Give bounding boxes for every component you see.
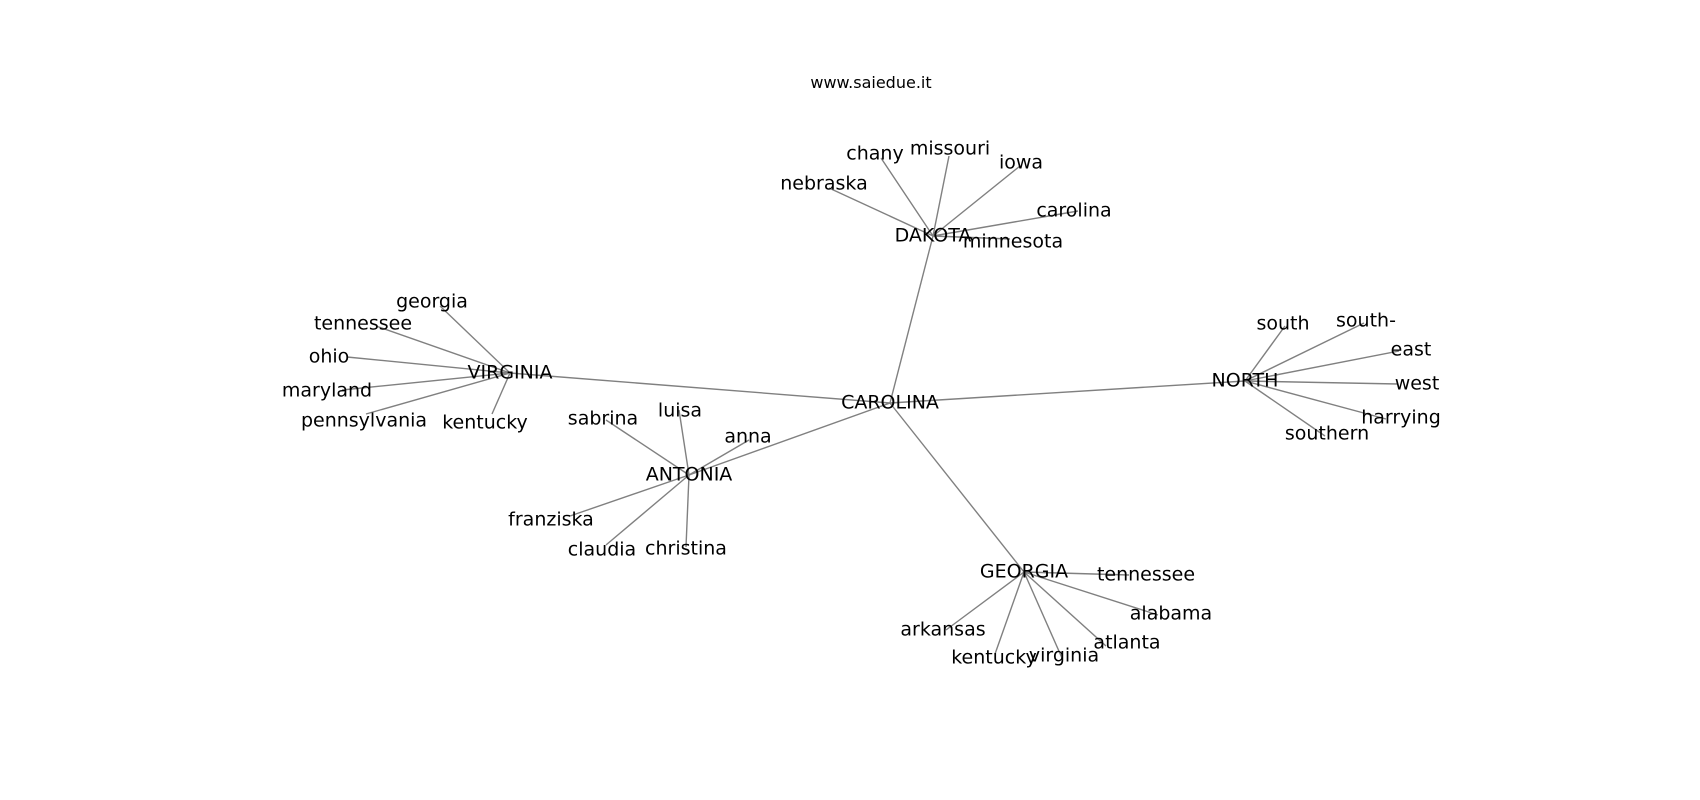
node-leaf-virginia-4: pennsylvania	[301, 410, 427, 432]
node-leaf-virginia-5: kentucky	[442, 412, 528, 434]
node-leaf-north-4: harrying	[1361, 407, 1441, 429]
edge-georgia-2	[945, 571, 1025, 631]
node-hub-georgia: GEORGIA	[980, 561, 1068, 583]
edge-dakota-5	[932, 235, 1011, 240]
node-hub-north: NORTH	[1212, 370, 1279, 392]
node-hub-dakota: DAKOTA	[895, 225, 972, 247]
edge-root-dakota	[889, 235, 934, 404]
edges-layer	[341, 155, 1400, 659]
node-leaf-north-5: southern	[1285, 423, 1369, 445]
edge-georgia-5	[1023, 571, 1063, 659]
edge-north-4	[1244, 380, 1387, 420]
node-leaf-north-2: east	[1391, 339, 1432, 361]
node-hub-antonia: ANTONIA	[646, 464, 733, 486]
node-leaf-virginia-1: tennessee	[314, 313, 412, 335]
node-leaf-dakota-4: carolina	[1036, 200, 1111, 222]
edge-north-3	[1244, 380, 1399, 385]
node-hub-virginia: VIRGINIA	[468, 362, 553, 384]
node-leaf-north-1: south-	[1336, 310, 1396, 332]
edge-antonia-3	[569, 474, 690, 517]
node-leaf-dakota-5: minnesota	[963, 231, 1063, 253]
node-leaf-dakota-3: nebraska	[780, 173, 867, 195]
edge-antonia-1	[678, 409, 690, 476]
edge-root-north	[889, 380, 1246, 404]
edge-dakota-2	[932, 165, 1021, 237]
edge-antonia-0	[605, 419, 690, 476]
edge-virginia-1	[375, 325, 511, 374]
node-root-carolina: CAROLINA	[841, 392, 939, 414]
node-leaf-georgia-3: atlanta	[1093, 632, 1160, 654]
node-leaf-antonia-2: anna	[724, 426, 771, 448]
node-leaf-virginia-3: maryland	[282, 380, 372, 402]
node-leaf-north-3: west	[1395, 373, 1440, 395]
edge-virginia-5	[491, 372, 511, 415]
node-leaf-virginia-0: georgia	[396, 291, 468, 313]
node-leaf-dakota-2: iowa	[999, 152, 1043, 174]
edge-virginia-0	[439, 305, 511, 374]
node-leaf-antonia-5: christina	[645, 538, 727, 560]
node-leaf-antonia-4: claudia	[568, 539, 636, 561]
node-leaf-georgia-1: alabama	[1130, 603, 1212, 625]
node-leaf-north-0: south	[1256, 313, 1309, 335]
node-leaf-georgia-2: arkansas	[900, 619, 985, 641]
site-watermark: www.saiedue.it	[810, 73, 931, 92]
node-leaf-dakota-0: chany	[846, 143, 903, 165]
node-leaf-georgia-0: tennessee	[1097, 564, 1195, 586]
node-leaf-virginia-2: ohio	[309, 346, 350, 368]
edge-dakota-4	[932, 210, 1079, 237]
edge-virginia-4	[365, 372, 511, 415]
labels-layer: www.saiedue.it CAROLINA DAKOTA chany missou…	[282, 73, 1441, 669]
edge-georgia-4	[994, 571, 1025, 655]
edge-root-virginia	[509, 372, 891, 404]
edge-georgia-1	[1023, 571, 1159, 616]
node-leaf-antonia-1: luisa	[658, 400, 702, 422]
edge-dakota-3	[828, 187, 934, 237]
edge-georgia-3	[1023, 571, 1107, 647]
edge-root-antonia	[688, 402, 891, 476]
node-leaf-georgia-5: virginia	[1029, 645, 1099, 667]
node-leaf-antonia-3: franziska	[508, 509, 594, 531]
edge-dakota-0	[880, 157, 934, 237]
edge-root-georgia	[889, 402, 1025, 573]
edge-north-5	[1244, 380, 1326, 437]
edge-georgia-0	[1023, 571, 1130, 576]
edge-north-0	[1244, 325, 1286, 382]
edge-virginia-3	[341, 372, 511, 391]
edge-antonia-4	[605, 474, 690, 546]
edge-antonia-5	[685, 474, 690, 548]
edge-virginia-2	[346, 356, 511, 374]
edge-dakota-1	[932, 155, 950, 237]
node-leaf-georgia-4: kentucky	[951, 647, 1037, 669]
edge-antonia-2	[688, 439, 750, 476]
node-leaf-antonia-0: sabrina	[568, 408, 638, 430]
edge-north-2	[1244, 350, 1400, 382]
node-leaf-dakota-1: missouri	[910, 138, 990, 160]
edge-north-1	[1244, 322, 1365, 382]
